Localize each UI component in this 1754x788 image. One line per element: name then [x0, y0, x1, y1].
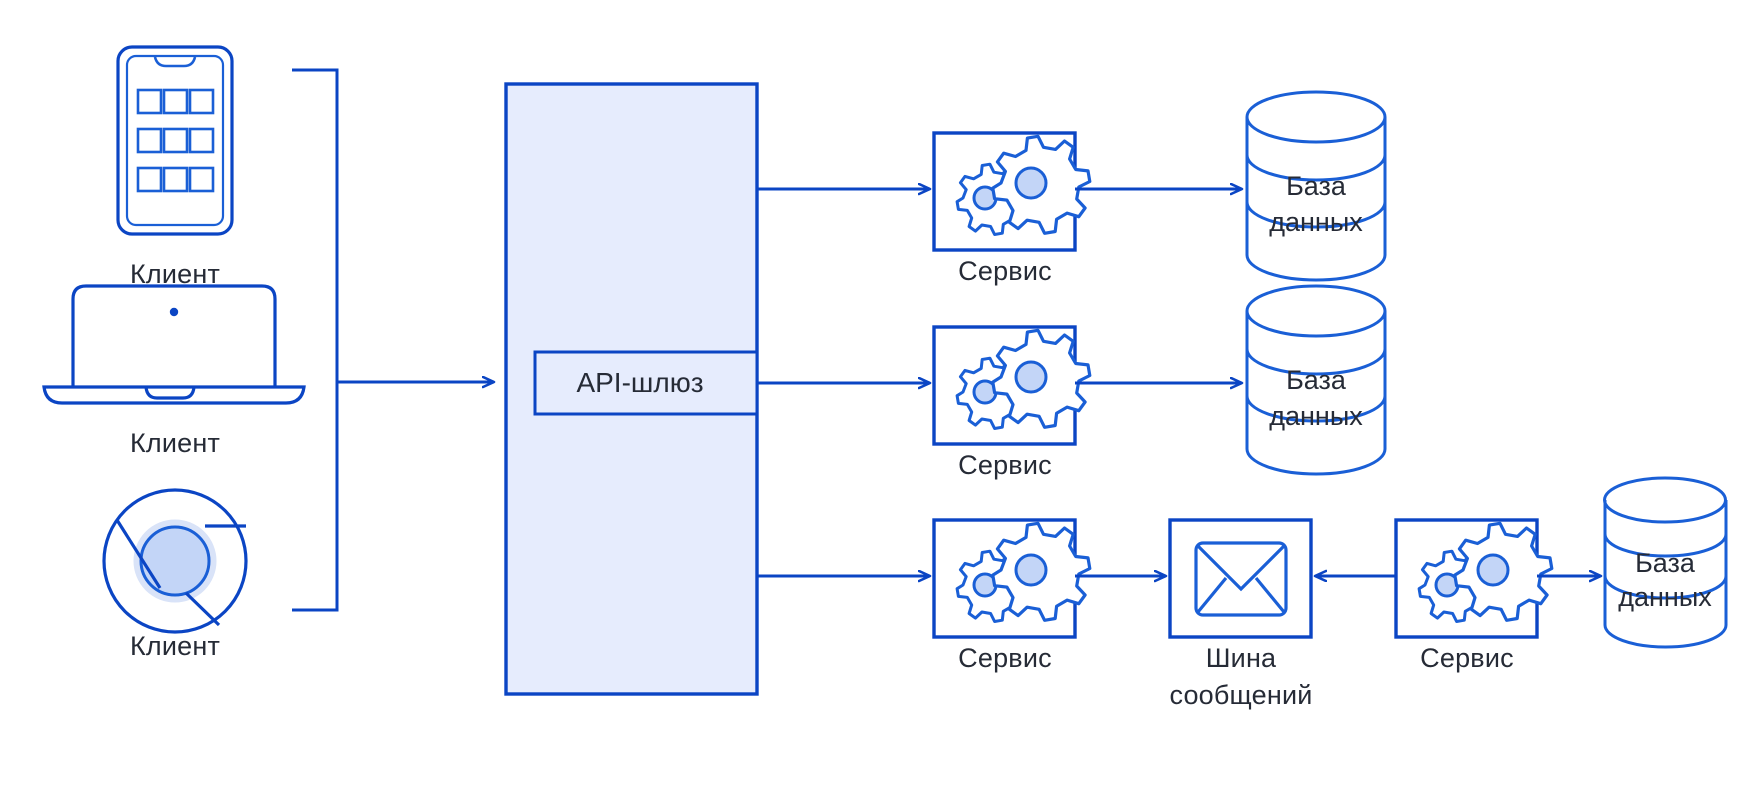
database-2-group[interactable]: База данных: [1245, 284, 1387, 476]
client-laptop-label: Клиент: [130, 428, 220, 458]
browser-icon: [102, 488, 248, 634]
database-1-label-line2: данных: [1269, 207, 1363, 237]
database-1-label-line1: База: [1286, 171, 1347, 201]
database-2-label-line1: База: [1286, 365, 1347, 395]
message-bus-group[interactable]: Шина сообщений: [1168, 518, 1313, 710]
database-1-group[interactable]: База данных: [1245, 90, 1387, 282]
gears-icon: [955, 521, 1092, 623]
database-cylinder-icon: [1245, 284, 1387, 476]
gears-icon: [955, 328, 1092, 430]
client-browser-label: Клиент: [130, 631, 220, 661]
gears-icon: [955, 134, 1092, 236]
database-2-label-line2: данных: [1269, 401, 1363, 431]
service-4-label: Сервис: [1420, 643, 1514, 673]
api-gateway-box[interactable]: [533, 350, 759, 416]
client-mobile-label: Клиент: [130, 259, 220, 289]
service-2-label: Сервис: [958, 450, 1052, 480]
client-browser-group[interactable]: Клиент: [102, 488, 248, 661]
client-mobile-group[interactable]: Клиент: [116, 45, 234, 289]
service-3-label: Сервис: [958, 643, 1052, 673]
mobile-phone-icon: [116, 45, 234, 236]
laptop-icon: [42, 284, 306, 405]
message-bus-label-line1: Шина: [1206, 643, 1277, 673]
message-bus-label-line2: сообщений: [1169, 680, 1312, 710]
database-3-label-line1: База: [1635, 548, 1696, 578]
service-3-group[interactable]: Сервис: [932, 518, 1092, 673]
gateway-container[interactable]: API-шлюз: [504, 82, 759, 696]
api-gateway-label: API-шлюз: [576, 367, 703, 398]
database-cylinder-icon: [1245, 90, 1387, 282]
database-cylinder-icon: [1603, 476, 1728, 649]
service-2-group[interactable]: Сервис: [932, 325, 1092, 480]
clients-bracket: [292, 68, 339, 612]
service-1-label: Сервис: [958, 256, 1052, 286]
service-1-group[interactable]: Сервис: [932, 131, 1092, 286]
database-3-label-line2: данных: [1618, 582, 1712, 612]
gears-icon: [1417, 521, 1554, 623]
envelope-icon: [1194, 541, 1288, 617]
service-4-group[interactable]: Сервис: [1394, 518, 1554, 673]
database-3-group[interactable]: База данных: [1603, 476, 1728, 649]
client-laptop-group[interactable]: Клиент: [42, 284, 306, 458]
